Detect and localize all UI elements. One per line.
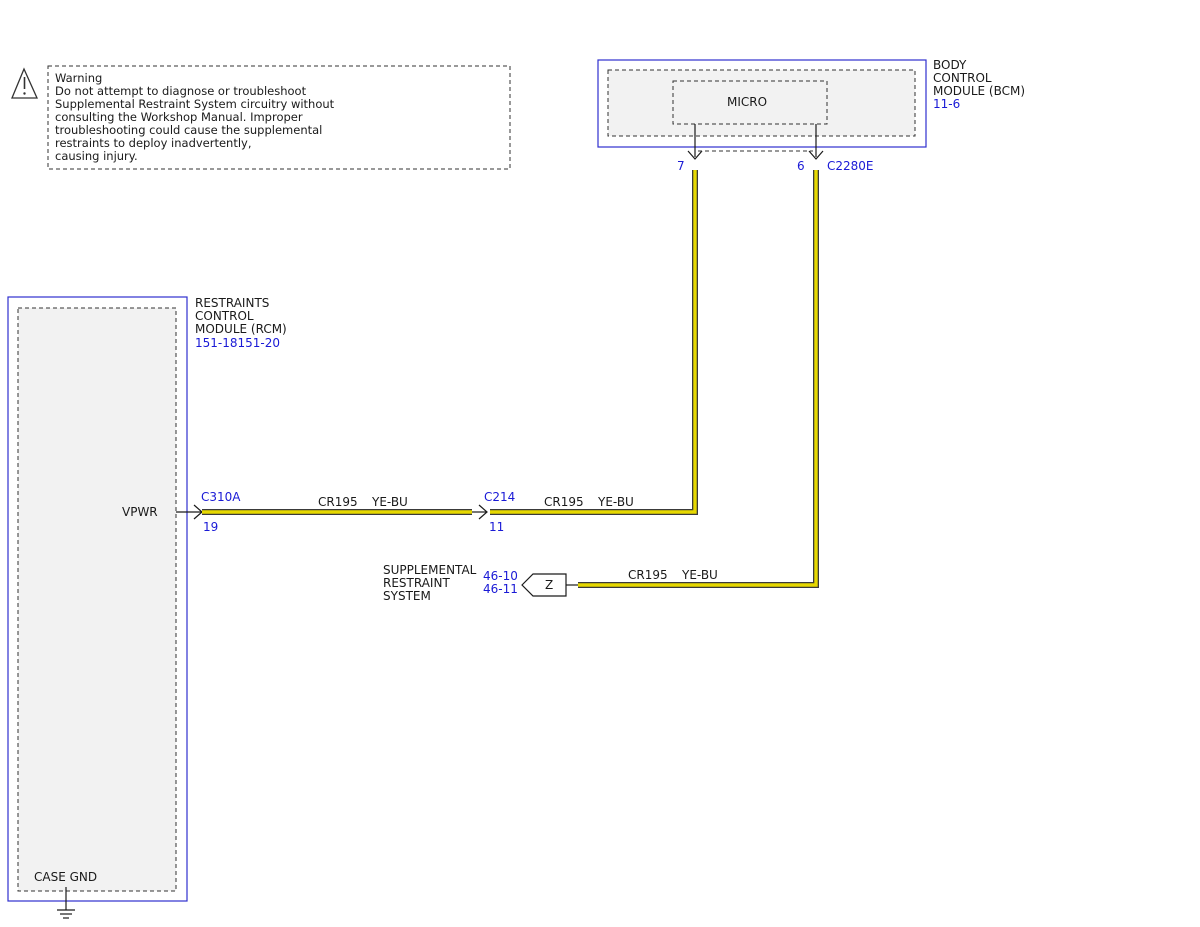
bcm-name-line: BODY — [933, 58, 967, 72]
bcm-name-line: CONTROL — [933, 71, 992, 85]
wire-color-label: YE-BU — [681, 568, 718, 582]
c214-connector-arrow — [472, 504, 488, 520]
micro-block — [672, 80, 828, 125]
bcm-connector-label[interactable]: C2280E — [827, 159, 874, 173]
wire-color-label: YE-BU — [597, 495, 634, 509]
case-gnd-label: CASE GND — [34, 870, 97, 884]
srs-name-line: SYSTEM — [383, 589, 431, 603]
bcm-pin-6: 6 — [797, 159, 805, 173]
rcm-name-line: MODULE (RCM) — [195, 322, 287, 336]
warning-line: consulting the Workshop Manual. Improper — [55, 110, 303, 124]
rcm-name-line: RESTRAINTS — [195, 296, 269, 310]
wire-circuit-label: CR195 — [544, 495, 584, 509]
ground-icon — [57, 887, 75, 919]
srs-ref-link[interactable]: 46-10 — [483, 569, 518, 583]
wire-circuit-label: CR195 — [318, 495, 358, 509]
warning-icon — [11, 67, 39, 99]
warning-line: troubleshooting could cause the suppleme… — [55, 123, 322, 137]
rcm-pin-19: 19 — [203, 520, 218, 534]
micro-label: MICRO — [727, 95, 767, 109]
srs-ref-link[interactable]: 46-11 — [483, 582, 518, 596]
warning-title: Warning — [55, 71, 102, 85]
srs-name-line: SUPPLEMENTAL — [383, 563, 477, 577]
warning-line: Do not attempt to diagnose or troublesho… — [55, 84, 307, 98]
rcm-module[interactable] — [7, 296, 188, 902]
warning-line: Supplemental Restraint System circuitry … — [55, 97, 335, 111]
rcm-name-line: CONTROL — [195, 309, 254, 323]
bcm-ref-link[interactable]: 11-6 — [933, 97, 960, 111]
bcm-internal-leads — [687, 124, 824, 160]
wire-circuit-label: CR195 — [628, 568, 668, 582]
wire-bcm-to-srs[interactable] — [578, 170, 819, 588]
rcm-ref-link[interactable]: 151-18151-20 — [195, 336, 280, 350]
warning-line: causing injury. — [55, 149, 138, 163]
c214-pin-11: 11 — [489, 520, 504, 534]
srs-flag-label: Z — [545, 578, 553, 592]
srs-flag[interactable] — [521, 573, 578, 597]
warning-box — [47, 65, 511, 170]
wire-color-label: YE-BU — [371, 495, 408, 509]
wire-c214-to-bcm[interactable] — [490, 170, 698, 515]
srs-name-line: RESTRAINT — [383, 576, 450, 590]
bcm-name-line: MODULE (BCM) — [933, 84, 1025, 98]
vpwr-label: VPWR — [122, 505, 158, 519]
rcm-connector-label[interactable]: C310A — [201, 490, 241, 504]
bcm-pin-7: 7 — [677, 159, 685, 173]
c214-connector-label[interactable]: C214 — [484, 490, 515, 504]
bcm-module[interactable] — [597, 59, 927, 148]
warning-line: restraints to deploy inadvertently, — [55, 136, 252, 150]
